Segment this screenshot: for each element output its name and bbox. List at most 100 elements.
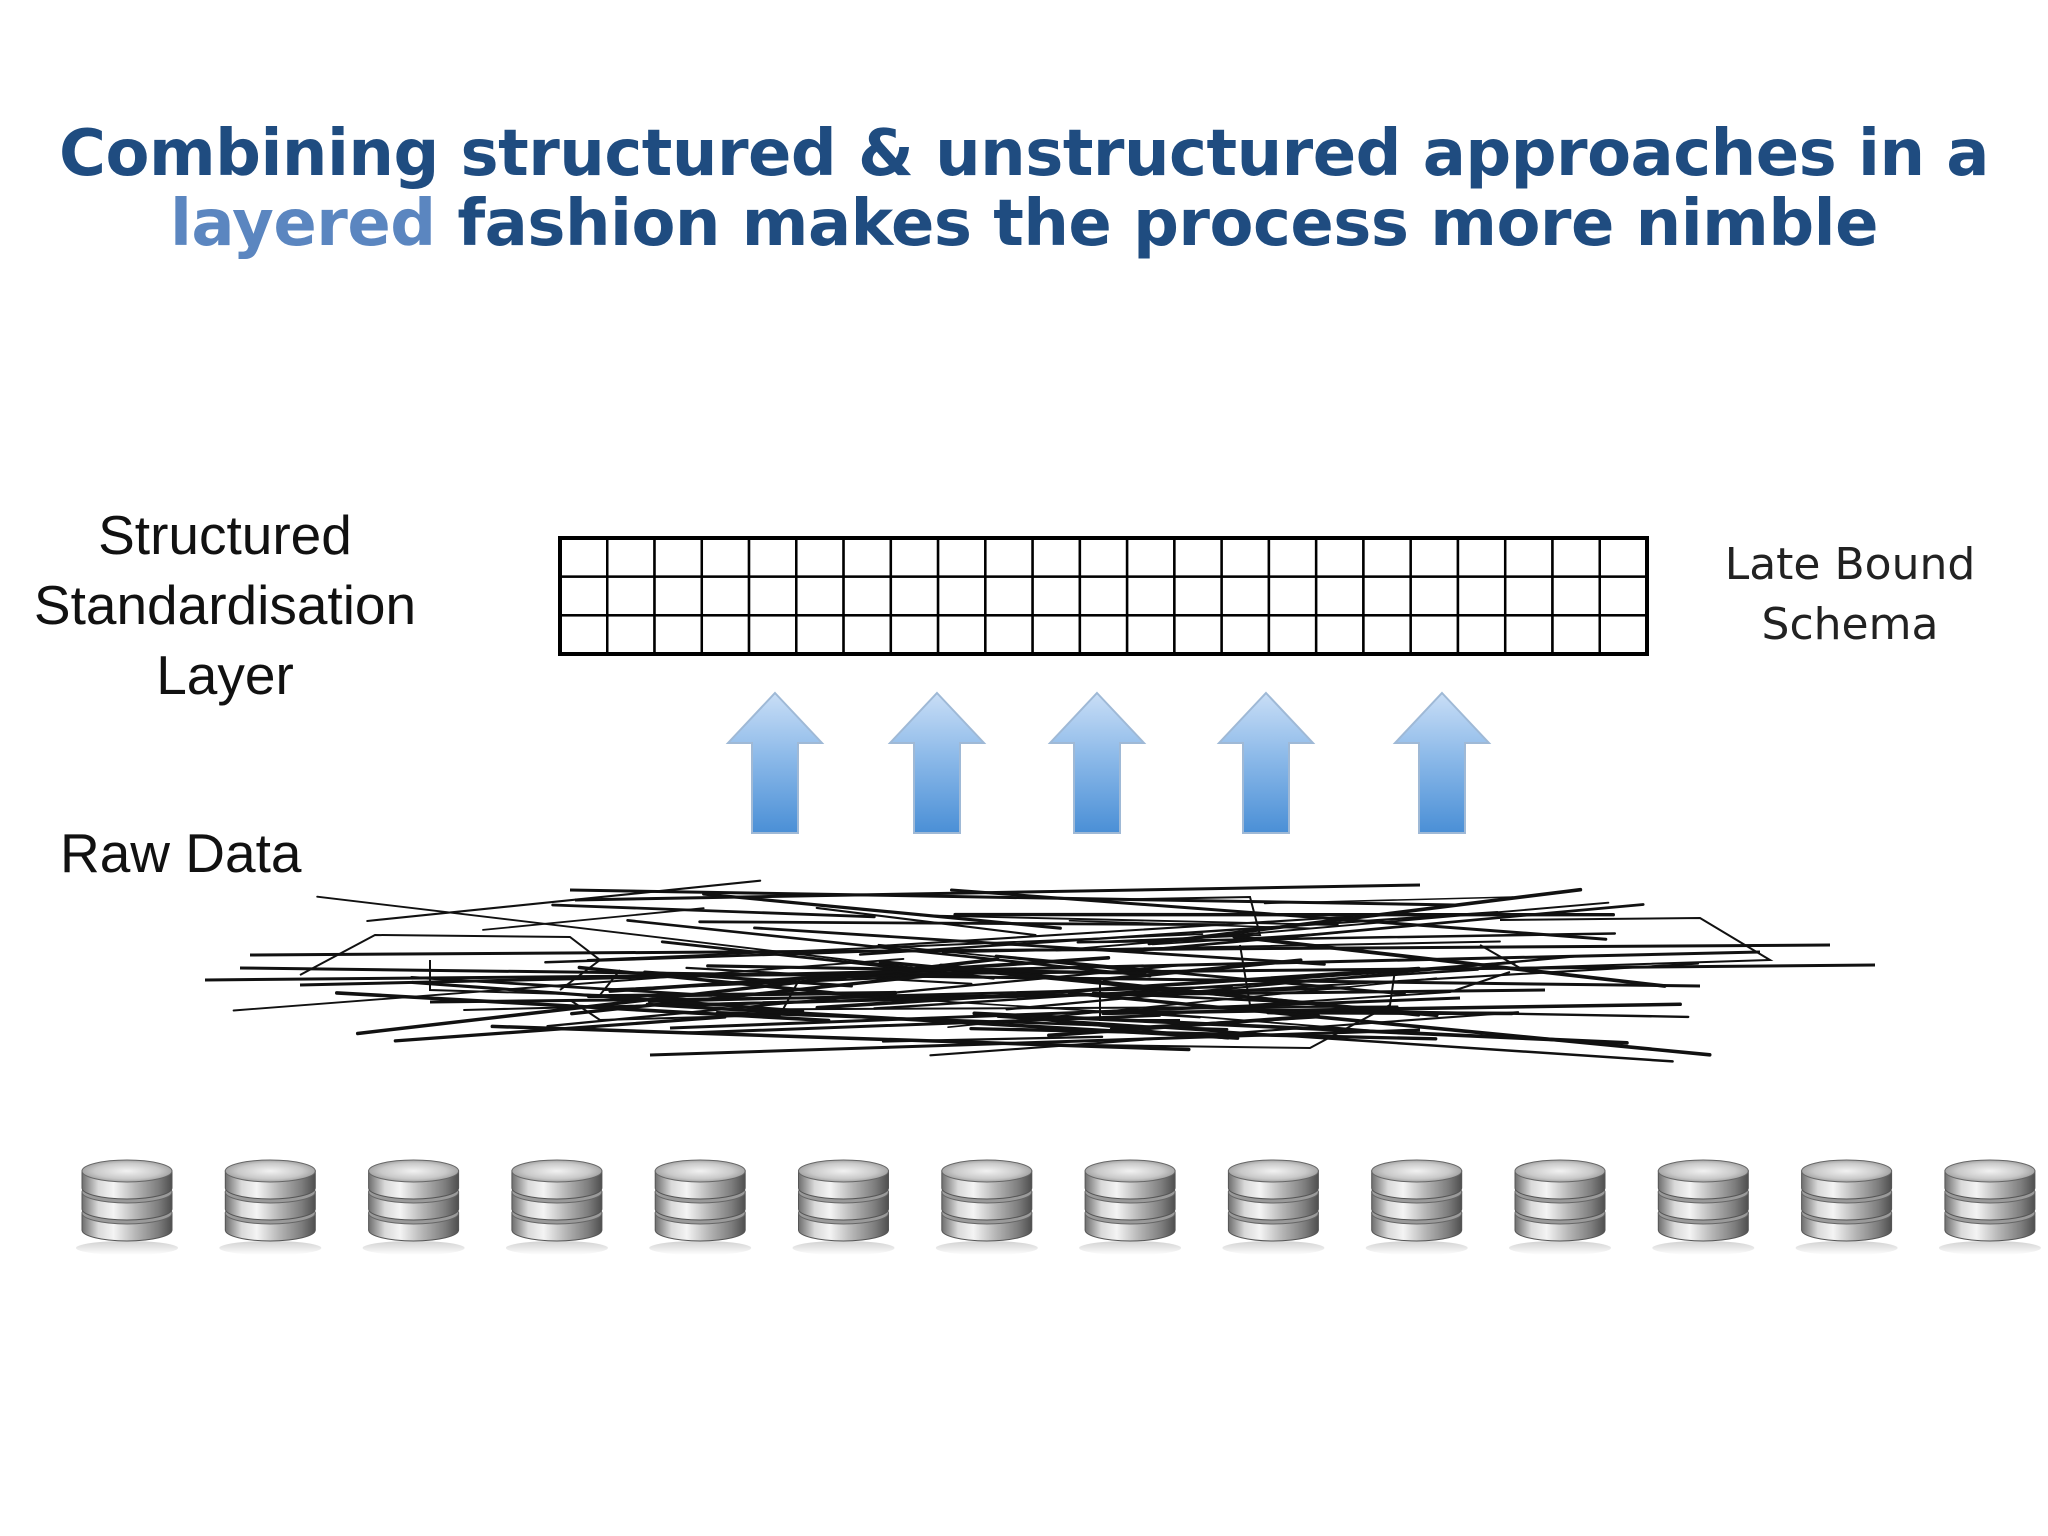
scribble-line: [969, 1026, 1438, 1041]
grid-cell: [1220, 536, 1271, 578]
grid-cell: [1551, 536, 1601, 578]
grid-cell: [700, 536, 751, 578]
up-arrow-icon: [1216, 691, 1316, 834]
grid-cell: [1598, 536, 1649, 578]
database-icon: [362, 1159, 465, 1255]
up-arrow-icon: [725, 691, 825, 834]
grid-cell: [1362, 575, 1412, 617]
scribble-line: [410, 980, 805, 1013]
database-tier-top: [654, 1159, 746, 1183]
database-shadow: [76, 1241, 178, 1255]
database-tier-top: [798, 1159, 889, 1183]
database-icon: [1795, 1159, 1898, 1255]
label-line: Schema: [1761, 599, 1939, 650]
scribble-line: [647, 985, 1233, 1004]
database-tier-top: [1084, 1159, 1176, 1183]
grid-cell: [606, 575, 656, 617]
grid-cell: [889, 536, 940, 578]
scribble-shape: [429, 960, 621, 997]
grid-cell: [1362, 536, 1412, 578]
database-icon: [1509, 1159, 1611, 1255]
scribble-line: [1232, 934, 1667, 988]
scribble-shape: [1479, 916, 1774, 970]
late-bound-schema-grid: [558, 536, 1649, 656]
scribble-line: [660, 940, 995, 980]
grid-cell: [747, 575, 798, 617]
grid-cell: [558, 614, 609, 656]
scribble-shape: [1239, 944, 1511, 1007]
grid-cell: [1267, 575, 1318, 617]
grid-cell: [1125, 536, 1176, 578]
scribble-shape: [1089, 969, 1396, 1050]
database-shadow: [1509, 1241, 1611, 1255]
grid-cell: [936, 536, 987, 578]
grid-cell: [1362, 614, 1412, 656]
grid-cell: [1173, 614, 1223, 656]
grid-cell: [1456, 614, 1507, 656]
raw-data-label: Raw Data: [60, 822, 302, 884]
grid-cell: [984, 575, 1034, 617]
grid-cell: [1598, 614, 1649, 656]
late-bound-schema-label: Late Bound Schema: [1700, 535, 2000, 655]
scribble-line: [577, 965, 880, 1000]
scribble-line: [1055, 901, 1610, 952]
scribble-line: [1101, 1002, 1682, 1016]
scribble-shape: [569, 977, 801, 1022]
scribble-line: [1128, 903, 1645, 953]
grid-cell: [1173, 575, 1223, 617]
label-line: Layer: [156, 644, 294, 706]
database-shadow: [1795, 1241, 1898, 1255]
scribble-line: [919, 914, 1339, 926]
grid-cell: [1125, 575, 1176, 617]
scribble-line: [941, 940, 1501, 954]
scribble-line: [626, 919, 1152, 978]
scribble-line: [1102, 958, 1303, 982]
structured-standardisation-layer-label: Structured Standardisation Layer: [20, 500, 430, 710]
grid-cell: [1031, 614, 1082, 656]
database-icon: [935, 1159, 1038, 1255]
grid-cell: [747, 614, 798, 656]
grid-cell: [606, 536, 656, 578]
title-line-1: Combining structured & unstructured appr…: [59, 117, 1989, 191]
grid-cell: [1503, 614, 1554, 656]
database-shadow: [505, 1241, 608, 1255]
grid-cell: [842, 536, 893, 578]
scribble-line: [698, 920, 1226, 927]
database-icon: [1365, 1159, 1468, 1255]
grid-cell: [1078, 536, 1129, 578]
database-shadow: [1938, 1241, 2041, 1255]
grid-cell: [558, 536, 609, 578]
scribble-line: [1068, 919, 1311, 930]
grid-cell: [984, 614, 1034, 656]
scribble-line: [1067, 991, 1712, 1057]
database-shadow: [1652, 1241, 1755, 1255]
grid-cell: [653, 536, 704, 578]
scribble-line: [410, 975, 713, 997]
scribble-line: [546, 963, 1182, 1028]
grid-cell: [653, 575, 704, 617]
grid-cell: [1456, 575, 1507, 617]
database-shadow: [792, 1241, 895, 1255]
grid-cell: [606, 614, 656, 656]
grid-cell: [1409, 536, 1460, 578]
grid-cell: [653, 614, 704, 656]
scribble-shape: [299, 933, 602, 991]
database-icon: [1652, 1159, 1755, 1255]
scribble-line: [702, 892, 1062, 930]
grid-cell: [1551, 614, 1601, 656]
scribble-line: [316, 895, 914, 969]
grid-cell: [1456, 536, 1507, 578]
scribble-line: [753, 926, 1326, 966]
grid-cell: [558, 575, 609, 617]
grid-cell: [889, 614, 940, 656]
grid-cell: [1267, 536, 1318, 578]
database-icon: [1938, 1159, 2041, 1255]
database-shadow: [935, 1241, 1038, 1255]
title-accent-word: layered: [169, 187, 436, 261]
database-icon: [792, 1159, 895, 1255]
database-tier-top: [368, 1159, 460, 1183]
scribble-line: [551, 903, 876, 919]
database-icon: [649, 1159, 752, 1255]
